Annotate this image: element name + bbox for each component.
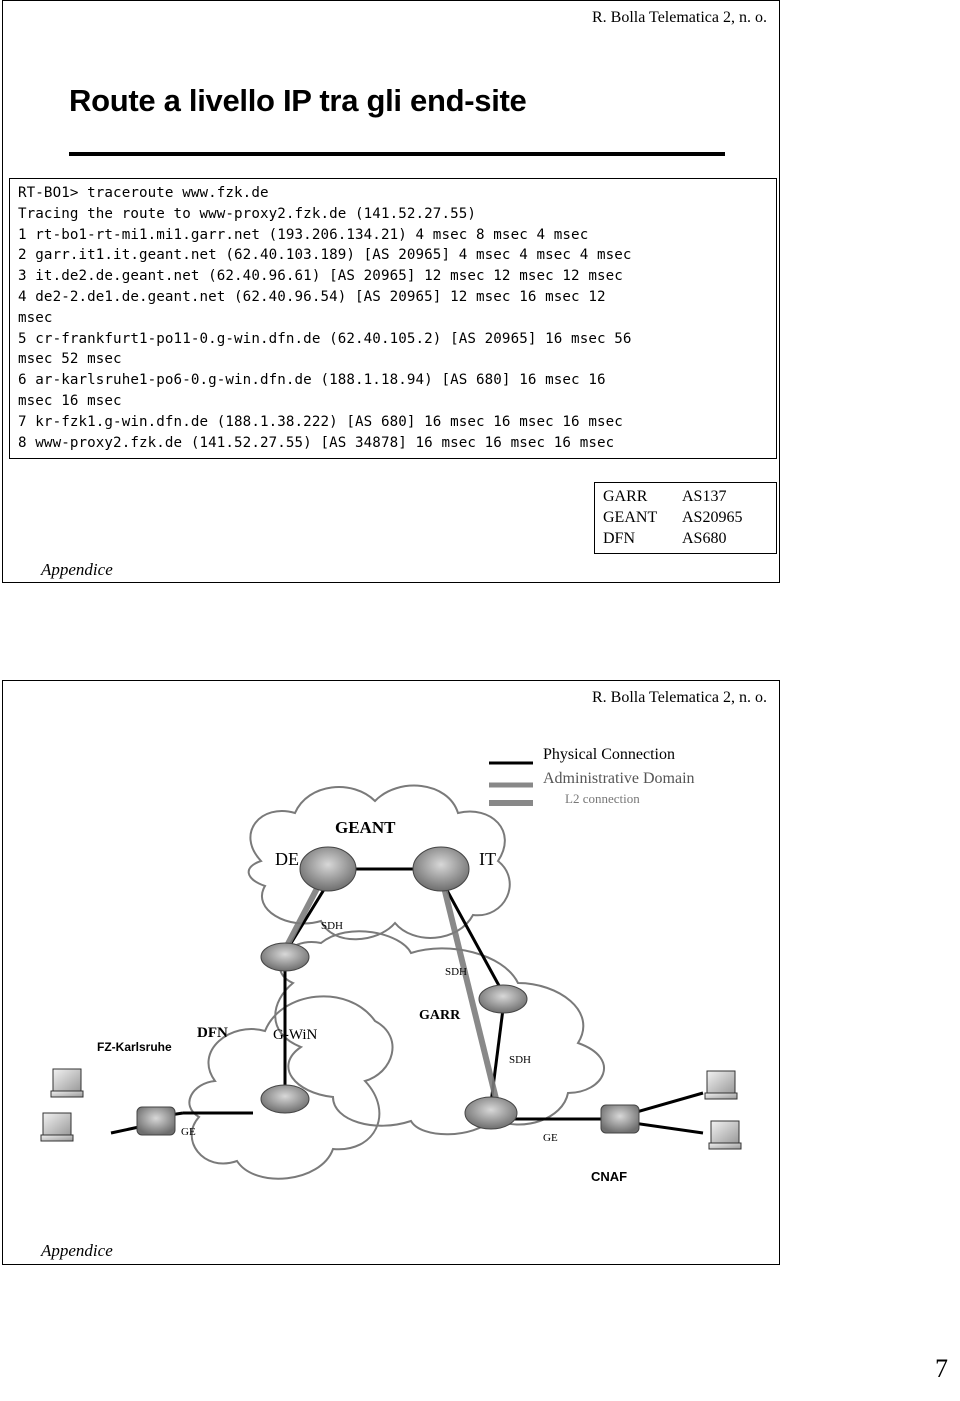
pc-fzk-1 (52, 1068, 82, 1092)
network-name: GARR (603, 488, 648, 505)
fzk-router (136, 1106, 176, 1136)
slide-2: R. Bolla Telematica 2, n. o. Physical Co… (2, 680, 780, 1265)
terminal-line: 3 it.de2.de.geant.net (62.40.96.61) [AS … (18, 268, 623, 285)
pc-fzk-1-base (50, 1090, 84, 1098)
label-cnaf: CNAF (591, 1169, 627, 1184)
pc-cnaf-1 (706, 1070, 736, 1094)
legend-l2-label: L2 connection (565, 791, 640, 806)
pc-cnaf-2-base (708, 1142, 742, 1150)
label-garr: GARR (419, 1008, 461, 1023)
label-it: IT (479, 849, 496, 869)
garr-cloud (274, 930, 606, 1136)
title-underline (69, 152, 725, 156)
course-header: R. Bolla Telematica 2, n. o. (592, 689, 767, 706)
label-sdh-2: SDH (445, 966, 467, 978)
as-row: DFN AS680 (603, 528, 768, 549)
label-fz-karlsruhe: FZ-Karlsruhe (97, 1040, 172, 1054)
course-header: R. Bolla Telematica 2, n. o. (592, 9, 767, 26)
terminal-line: msec (18, 309, 53, 326)
geant-router-it (412, 846, 470, 892)
network-name: GEANT (603, 509, 658, 526)
slide-1: R. Bolla Telematica 2, n. o. Route a liv… (2, 0, 780, 583)
physical-links (110, 867, 704, 1135)
gsr-dfn-top (260, 942, 310, 972)
computers (40, 1068, 742, 1150)
pc-cnaf-2 (710, 1120, 740, 1144)
geant-router-de (299, 846, 357, 892)
geant-cloud (247, 784, 511, 941)
terminal-line: 8 www-proxy2.fzk.de (141.52.27.55) [AS 3… (18, 434, 615, 451)
routers (136, 846, 640, 1136)
label-ge-right: GE (543, 1132, 558, 1144)
terminal-line: msec 52 msec (18, 351, 122, 368)
label-de: DE (275, 849, 299, 869)
as-number: AS680 (682, 530, 727, 547)
pc-fzk-2 (42, 1112, 72, 1136)
terminal-line: 2 garr.it1.it.geant.net (62.40.103.189) … (18, 247, 632, 264)
label-gwin: G-WiN (273, 1027, 318, 1043)
traceroute-output: RT-BO1> traceroute www.fzk.de Tracing th… (9, 178, 777, 459)
page-number: 7 (935, 1354, 948, 1383)
terminal-line: 7 kr-fzk1.g-win.dfn.de (188.1.38.222) [A… (18, 413, 623, 430)
legend-admin-label: Administrative Domain (543, 770, 695, 787)
gsr-garr-bottom (464, 1096, 518, 1130)
gsr-garr-top (478, 984, 528, 1014)
label-dfn: DFN (197, 1025, 228, 1041)
terminal-line: 5 cr-frankfurt1-po11-0.g-win.dfn.de (62.… (18, 330, 632, 347)
label-sdh-1: SDH (321, 920, 343, 932)
legend-physical-label: Physical Connection (543, 746, 675, 763)
network-topology-diagram: Physical Connection Administrative Domai… (40, 746, 742, 1184)
cnaf-router (600, 1104, 640, 1134)
dfn-cloud (188, 995, 394, 1180)
as-number: AS137 (682, 488, 727, 505)
terminal-line: 1 rt-bo1-rt-mi1.mi1.garr.net (193.206.13… (18, 226, 589, 243)
terminal-line: Tracing the route to www-proxy2.fzk.de (… (18, 205, 477, 222)
terminal-line: msec 16 msec (18, 392, 122, 409)
label-geant: GEANT (335, 818, 396, 837)
pc-cnaf-1-base (704, 1092, 738, 1100)
as-row: GEANT AS20965 (603, 507, 768, 528)
footer-appendice: Appendice (41, 560, 113, 579)
terminal-line: 6 ar-karlsruhe1-po6-0.g-win.dfn.de (188.… (18, 372, 606, 389)
diagram-labels: GEANT DE IT SDH SDH SDH GARR DFN G-WiN F… (97, 818, 627, 1184)
pc-fzk-2-base (40, 1134, 74, 1142)
footer-appendice: Appendice (41, 1241, 113, 1260)
as-number-table: GARR AS137 GEANT AS20965 DFN AS680 (594, 482, 777, 554)
label-ge-left: GE (181, 1126, 196, 1138)
as-number: AS20965 (682, 509, 743, 526)
slide-title: Route a livello IP tra gli end-site (69, 83, 527, 118)
terminal-line: 4 de2-2.de1.de.geant.net (62.40.96.54) [… (18, 288, 606, 305)
gsr-dfn-bottom (260, 1084, 310, 1114)
terminal-line: RT-BO1> traceroute www.fzk.de (18, 185, 269, 201)
network-name: DFN (603, 530, 636, 547)
label-sdh-3: SDH (509, 1054, 531, 1066)
as-row: GARR AS137 (603, 486, 768, 507)
legend: Physical Connection Administrative Domai… (489, 746, 695, 806)
